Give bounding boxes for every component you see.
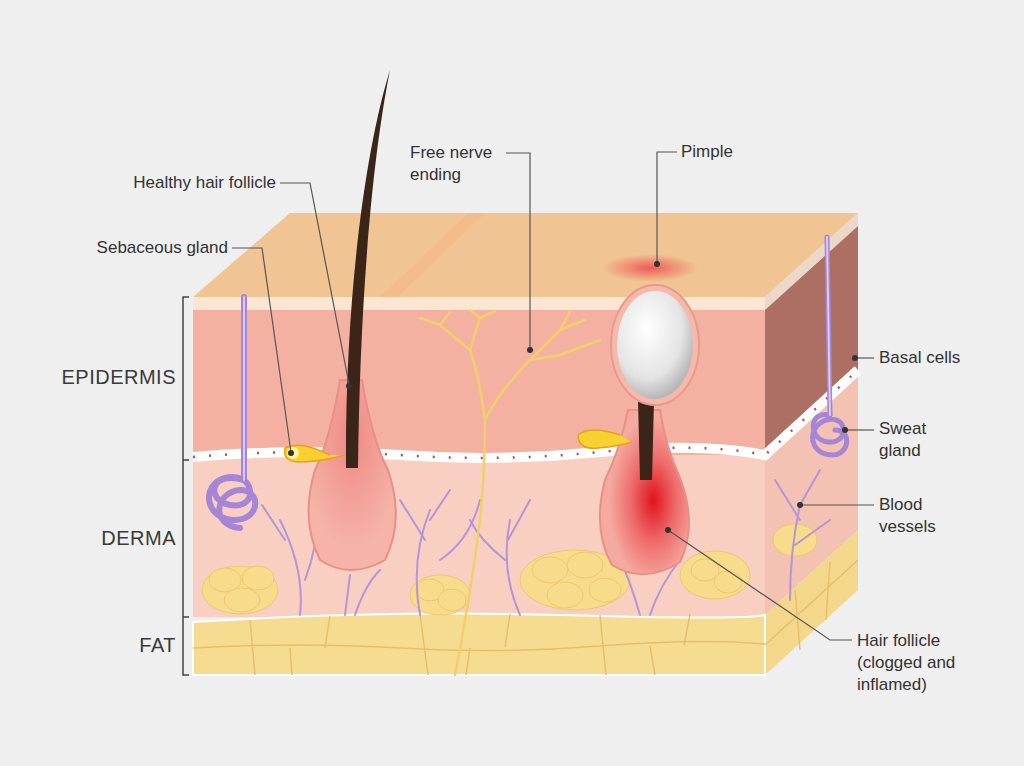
layer-label: FAT <box>139 634 176 656</box>
part-label: Hair follicle (clogged and inflamed) <box>857 630 985 696</box>
part-label: Sebaceous gland <box>97 237 228 259</box>
part-label: Blood vessels <box>879 494 949 538</box>
part-label: Pimple <box>681 141 733 163</box>
part-label: Sweat gland <box>879 418 941 462</box>
layer-label: DERMA <box>101 527 176 549</box>
part-label: Healthy hair follicle <box>133 172 276 194</box>
part-label: Free nerve ending <box>410 142 510 186</box>
top-face <box>193 213 858 297</box>
layer-label: EPIDERMIS <box>61 366 176 388</box>
part-label: Basal cells <box>879 347 960 369</box>
